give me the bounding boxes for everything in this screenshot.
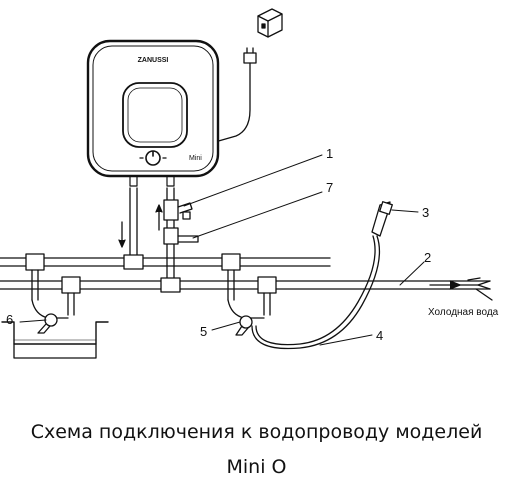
callout-5: 5 xyxy=(200,324,207,339)
callout-2: 2 xyxy=(424,250,431,265)
cold-water-supply-arrow xyxy=(429,277,493,301)
power-plug-icon xyxy=(214,47,257,143)
shower-hose xyxy=(251,235,381,350)
callout-leaders xyxy=(19,154,425,346)
shower-mixer-branch xyxy=(227,269,271,336)
callout-3: 3 xyxy=(422,205,429,220)
cold-water-label: Холодная вода xyxy=(428,307,499,318)
hot-water-outlet-pipe xyxy=(118,187,138,256)
cold-water-main-pipe xyxy=(0,280,491,290)
callout-1: 1 xyxy=(326,146,333,161)
callout-7: 7 xyxy=(326,180,333,195)
callout-4: 4 xyxy=(376,328,383,343)
power-socket-icon xyxy=(257,8,283,38)
callout-6: 6 xyxy=(6,312,13,327)
water-heater xyxy=(86,39,220,187)
sink-basin xyxy=(1,321,109,359)
sink-mixer-branch xyxy=(31,269,75,334)
caption-line-2: Mini O xyxy=(226,456,287,478)
safety-valve xyxy=(163,199,193,221)
shutoff-valve-7 xyxy=(163,227,199,245)
model-label: Mini xyxy=(189,155,202,162)
caption-line-1: Схема подключения к водопроводу моделей xyxy=(30,421,483,443)
shower-head-icon xyxy=(371,201,393,237)
pipe-tees xyxy=(25,253,277,294)
connection-diagram: ZANUSSI Mini xyxy=(0,8,499,359)
brand-logo: ZANUSSI xyxy=(138,57,169,64)
hot-water-main-pipe xyxy=(0,257,331,267)
